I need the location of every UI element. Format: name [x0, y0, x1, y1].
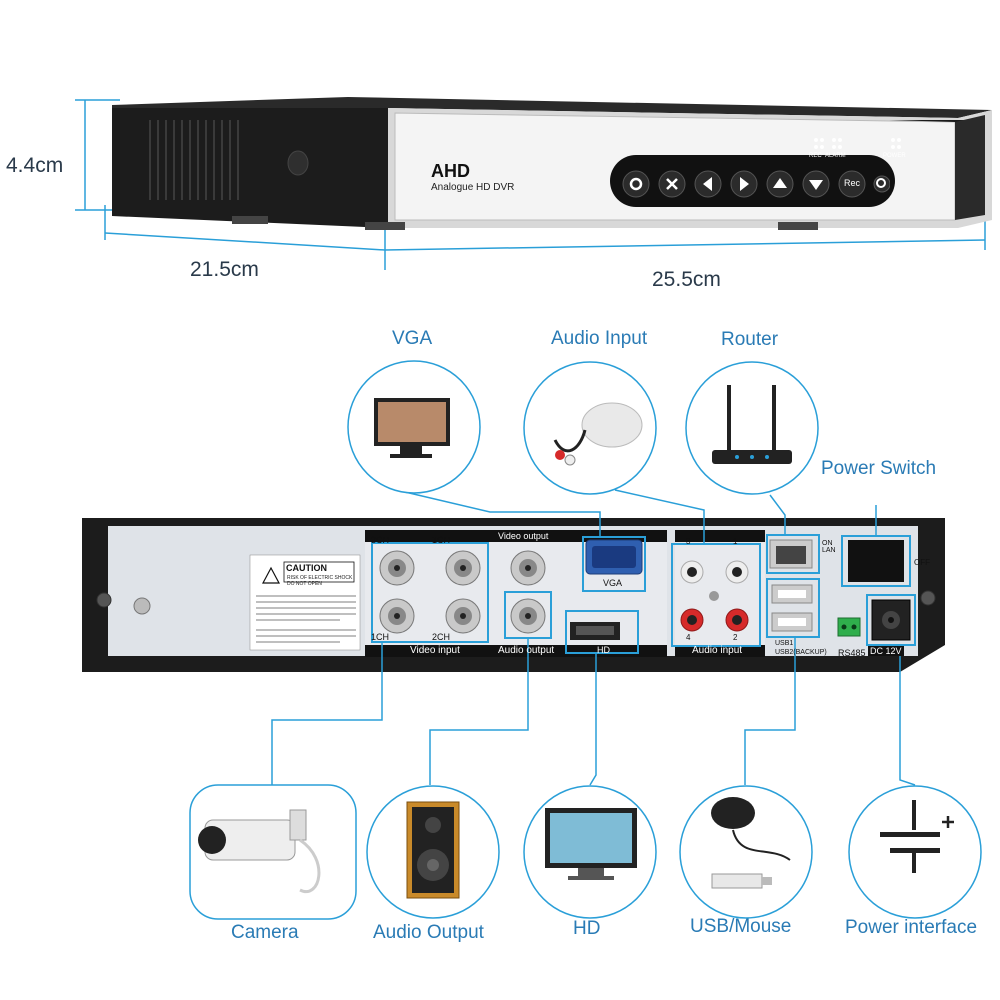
ch-label-2: 2CH — [432, 632, 451, 642]
left-arrow-icon[interactable] — [694, 170, 722, 198]
depth-label: 21.5cm — [190, 258, 259, 281]
search-icon[interactable] — [873, 175, 890, 193]
rear-panel-and-callouts — [82, 360, 982, 920]
caution-sub: RISK OF ELECTRIC SHOCK DO NOT OPEN — [287, 575, 353, 587]
audio-num-2: 2 — [733, 633, 738, 642]
width-label: 25.5cm — [652, 268, 721, 291]
audio-output-label: Audio output — [498, 645, 555, 656]
off-label: OFF — [914, 558, 930, 567]
on-lan-label: ON LAN — [822, 540, 836, 554]
power-interface-callout-circle — [848, 785, 982, 919]
height-label: 4.4cm — [6, 154, 64, 177]
rec-icon[interactable] — [838, 170, 866, 198]
dvr-front-view — [75, 97, 992, 270]
usb-mouse-callout-circle — [679, 785, 813, 919]
usb2-label: USB2(BACKUP) — [775, 649, 827, 656]
callout-camera: Camera — [231, 922, 299, 943]
up-arrow-icon[interactable] — [766, 170, 794, 198]
callout-router: Router — [721, 329, 779, 350]
audio-num-1: 1 — [733, 537, 738, 546]
callout-usb-mouse: USB/Mouse — [690, 916, 792, 937]
audio-num-4: 4 — [686, 633, 691, 642]
router-callout-circle — [685, 361, 819, 495]
ch-label-1a: 1CH — [432, 535, 451, 545]
down-arrow-icon[interactable] — [802, 170, 830, 198]
video-output-label: Video output — [498, 531, 549, 541]
callout-vga: VGA — [392, 328, 433, 349]
ch-label-1b: 1CH — [371, 632, 390, 642]
audio-output-callout-circle — [366, 785, 500, 919]
audio-input-ports — [680, 560, 749, 632]
caution-title: CAUTION — [286, 563, 327, 573]
brand-label: AHD — [431, 161, 470, 181]
callout-audio-input: Audio Input — [551, 328, 648, 349]
camera-callout-circle — [189, 784, 357, 920]
callout-hd: HD — [573, 918, 601, 939]
led-label-rec: REC — [809, 153, 822, 159]
vga-callout-circle — [347, 360, 481, 494]
video-input-label: Video input — [410, 645, 460, 656]
rs485-label: RS485 — [838, 648, 866, 658]
dc-label: DC 12V — [868, 646, 904, 656]
depth-dimension-line — [104, 205, 386, 270]
led-label-power: POWER — [883, 153, 906, 159]
right-arrow-icon[interactable] — [730, 170, 758, 198]
callout-audio-output: Audio Output — [373, 922, 484, 943]
callout-power-switch: Power Switch — [821, 458, 937, 479]
video-input-ports — [379, 550, 481, 634]
audio-input-callout-circle — [523, 361, 657, 495]
front-button-row — [622, 170, 890, 198]
led-label-alarm: ALARM — [825, 153, 846, 159]
ch-label-3: 3CH — [371, 535, 390, 545]
usb1-label: USB1 — [775, 640, 794, 647]
rec-button-text: Rec — [844, 178, 861, 188]
close-icon[interactable] — [658, 170, 686, 198]
vga-port-label: VGA — [603, 578, 623, 588]
callout-power-interface: Power interface — [845, 917, 978, 938]
subtitle-label: Analogue HD DVR — [431, 182, 515, 193]
audio-num-3: 3 — [686, 537, 691, 546]
settings-icon[interactable] — [622, 170, 650, 198]
hdmi-port-label: HD — [597, 645, 610, 655]
audio-input-label: Audio input — [692, 645, 743, 656]
hd-callout-circle — [523, 785, 657, 919]
